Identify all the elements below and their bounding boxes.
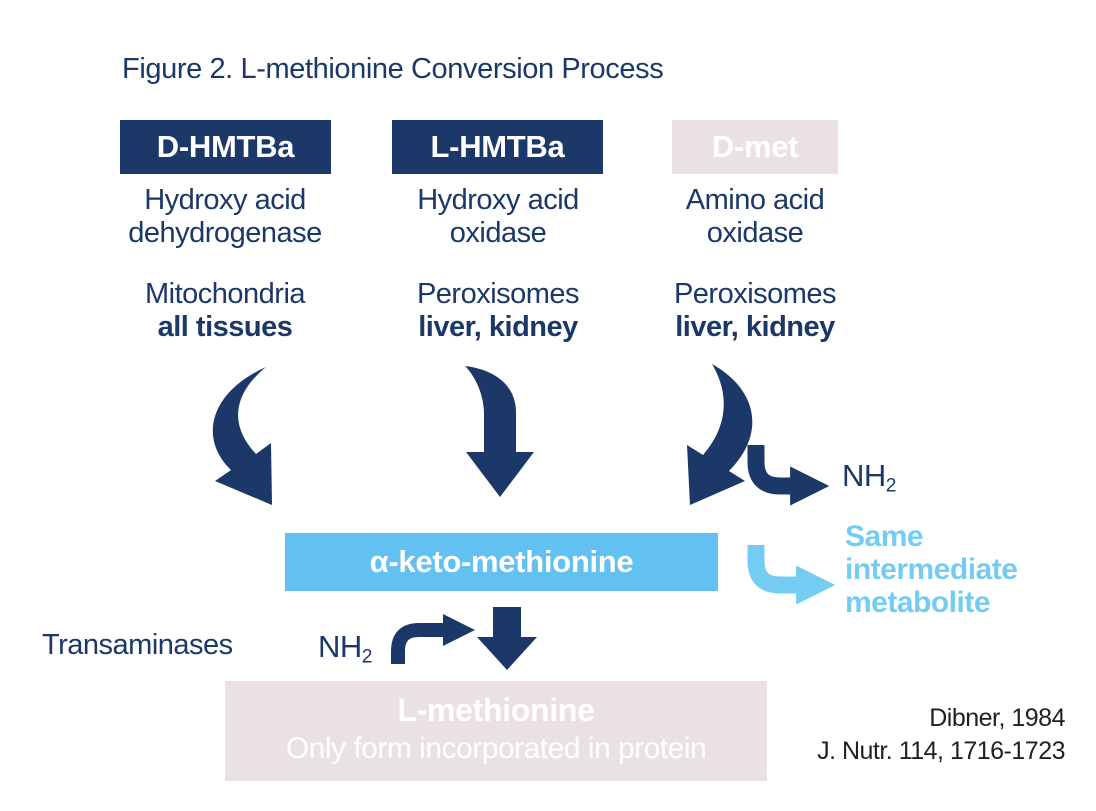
same-metabolite-line: intermediate [845, 553, 1018, 586]
substrate-box-d-hmtba: D-HMTBa [120, 120, 331, 174]
nh2-base: NH [318, 629, 362, 664]
enzyme-text-col1: Hydroxy acid dehydrogenase [90, 184, 360, 250]
substrate-label-d-met: D-met [711, 129, 799, 164]
curved-arrow-d-met [687, 364, 753, 505]
tissues-line: all tissues [157, 311, 293, 343]
nh2-subscript: 2 [885, 475, 897, 497]
byproduct-nh2: NH2 [842, 458, 896, 497]
transaminases-label: Transaminases [42, 629, 233, 661]
tissues-line: liver, kidney [418, 311, 578, 343]
location-line: Peroxisomes [673, 278, 837, 310]
transamination-arrow-nh2 [391, 613, 475, 664]
citation: Dibner, 1984 J. Nutr. 114, 1716-1723 [700, 702, 1065, 768]
intermediate-box: α-keto-methionine [285, 533, 718, 591]
substrate-box-d-met: D-met [672, 120, 838, 174]
enzyme-line: Hydroxy acid [417, 184, 579, 216]
product-box: L-methionine Only form incorporated in p… [225, 681, 767, 781]
same-metabolite-line: Same [845, 520, 924, 553]
branch-arrow-nh2 [747, 445, 830, 506]
figure-title: Figure 2. L-methionine Conversion Proces… [122, 53, 664, 85]
tissues-line: liver, kidney [675, 311, 835, 343]
enzyme-line: Hydroxy acid [144, 184, 306, 216]
substrate-label-d-hmtba: D-HMTBa [156, 129, 295, 164]
product-name: L-methionine [397, 692, 595, 728]
enzyme-line: oxidase [706, 217, 804, 249]
citation-line: J. Nutr. 114, 1716-1723 [817, 737, 1065, 765]
enzyme-text-col3: Amino acid oxidase [620, 184, 890, 250]
curved-arrow-l-hmtba [465, 366, 534, 497]
intermediate-label: α-keto-methionine [369, 544, 634, 579]
transamination-nh2: NH2 [318, 629, 372, 668]
enzyme-line: Amino acid [685, 184, 825, 216]
location-text-col3: Peroxisomes liver, kidney [620, 278, 890, 344]
product-note: Only form incorporated in protein [285, 732, 707, 765]
enzyme-text-col2: Hydroxy acid oxidase [363, 184, 633, 250]
enzyme-line: dehydrogenase [128, 217, 322, 249]
same-metabolite-note: Same intermediate metabolite [845, 520, 1095, 619]
location-text-col2: Peroxisomes liver, kidney [363, 278, 633, 344]
branch-arrow-same-metabolite [747, 545, 836, 605]
substrate-box-l-hmtba: L-HMTBa [392, 120, 603, 174]
nh2-base: NH [842, 458, 886, 493]
down-arrow-l-methionine [477, 607, 537, 670]
curved-arrow-d-hmtba [212, 367, 272, 505]
location-line: Mitochondria [144, 278, 306, 310]
location-line: Peroxisomes [416, 278, 580, 310]
citation-line: Dibner, 1984 [929, 704, 1065, 732]
enzyme-line: oxidase [449, 217, 547, 249]
same-metabolite-line: metabolite [845, 586, 991, 619]
substrate-label-l-hmtba: L-HMTBa [430, 129, 565, 164]
location-text-col1: Mitochondria all tissues [90, 278, 360, 344]
nh2-subscript: 2 [361, 646, 373, 668]
